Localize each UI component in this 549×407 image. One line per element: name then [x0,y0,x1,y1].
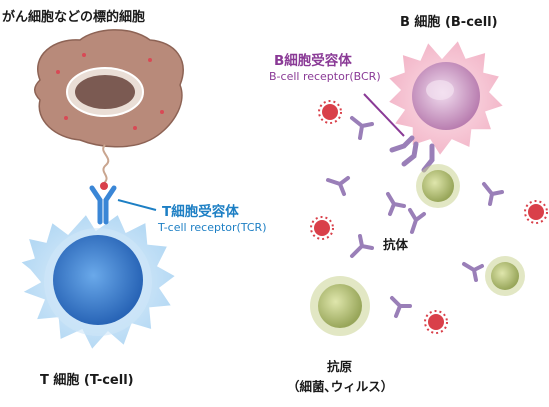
antigen-sub-label: （細菌､ウィルス） [287,379,394,394]
antibody-label: 抗体 [383,237,409,252]
bcr-name-label: B細胞受容体 [274,53,352,69]
b-cell-icon [386,38,506,158]
red-virus-icon [310,100,548,334]
bacteria-icon [310,164,525,336]
bcr-receptor-icon [389,135,435,173]
antigen-label: 抗原 [327,359,353,374]
bcr-pointer-line [363,93,405,137]
tcr-name-label: T細胞受容体 [162,204,239,220]
antigen-tether [102,144,110,184]
b-cell-label: B 細胞 (B-cell) [400,15,498,30]
target-cell-label: がん細胞などの標的細胞 [2,10,146,25]
t-cell-icon [18,212,178,352]
tcr-pointer-line [117,199,157,211]
t-cell-label: T 細胞 (T-cell) [40,373,134,388]
tcr-receptor-icon [89,185,117,225]
bcr-english-label: B-cell receptor(BCR) [269,70,381,83]
tcr-english-label: T-cell receptor(TCR) [158,221,267,234]
presented-antigen-icon [100,182,108,190]
antibody-icons [326,116,504,318]
target-cell-icon [34,29,184,148]
